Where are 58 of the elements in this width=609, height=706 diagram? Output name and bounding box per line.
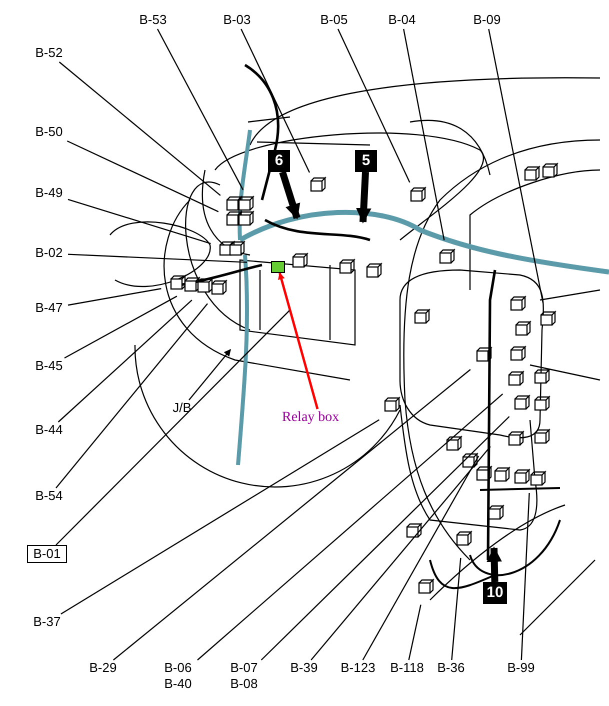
connector-label: B-99 <box>506 660 536 676</box>
connector-label: B-07 <box>229 660 259 676</box>
connector-label: B-01 <box>27 545 67 563</box>
callout-number: 10 <box>483 582 507 604</box>
leader-line <box>64 296 178 359</box>
connector-label: B-44 <box>34 422 64 438</box>
leader-line <box>451 558 462 660</box>
leader-line <box>337 28 410 183</box>
leader-line <box>408 604 422 660</box>
leader-line <box>113 369 471 660</box>
leader-line <box>58 62 221 196</box>
connector-label: B-37 <box>32 614 62 630</box>
leader-line <box>260 416 510 660</box>
leader-line <box>240 28 310 173</box>
leader-line <box>68 254 248 263</box>
connector-label: B-04 <box>387 12 417 28</box>
connector-label: B-118 <box>389 660 425 676</box>
leader-line <box>56 310 290 546</box>
connector-label: B-52 <box>34 45 64 61</box>
leader-line <box>403 28 445 240</box>
connector-label: B-50 <box>34 124 64 140</box>
leader-line <box>66 140 219 212</box>
callout-number: 5 <box>355 150 377 172</box>
connector-label: B-53 <box>138 12 168 28</box>
pointer-arrow <box>279 170 300 220</box>
leader-line <box>56 303 208 488</box>
leader-line <box>520 492 530 660</box>
leader-line <box>156 28 244 190</box>
connector-label: B-05 <box>319 12 349 28</box>
connector-label: B-49 <box>34 185 64 201</box>
connector-label: B-06 <box>163 660 193 676</box>
connector-label: B-03 <box>222 12 252 28</box>
connector-label: J/B <box>172 400 192 416</box>
connector-label: B-40 <box>163 676 193 692</box>
connector-label: B-36 <box>436 660 466 676</box>
connector-label: B-123 <box>340 660 376 676</box>
leader-line <box>60 419 380 615</box>
leader-line <box>488 28 544 304</box>
leader-line <box>310 446 491 660</box>
arrow <box>188 349 231 400</box>
leader-line <box>197 393 504 660</box>
relay-box <box>271 261 285 273</box>
leader-line <box>68 198 211 244</box>
connector-label: B-09 <box>472 12 502 28</box>
connector-label: B-02 <box>34 245 64 261</box>
pointer-arrow <box>486 546 502 582</box>
connector-label: B-54 <box>34 488 64 504</box>
connector-label: B-47 <box>34 300 64 316</box>
connector-label: B-45 <box>34 358 64 374</box>
connector-label: B-39 <box>289 660 319 676</box>
callout-number: 6 <box>268 150 290 172</box>
leader-line <box>58 300 192 422</box>
leader-line <box>362 456 480 660</box>
callout-label: Relay box <box>282 409 340 427</box>
leader-line <box>68 288 162 306</box>
arrow <box>278 272 319 410</box>
connector-label: B-29 <box>88 660 118 676</box>
connector-label: B-08 <box>229 676 259 692</box>
